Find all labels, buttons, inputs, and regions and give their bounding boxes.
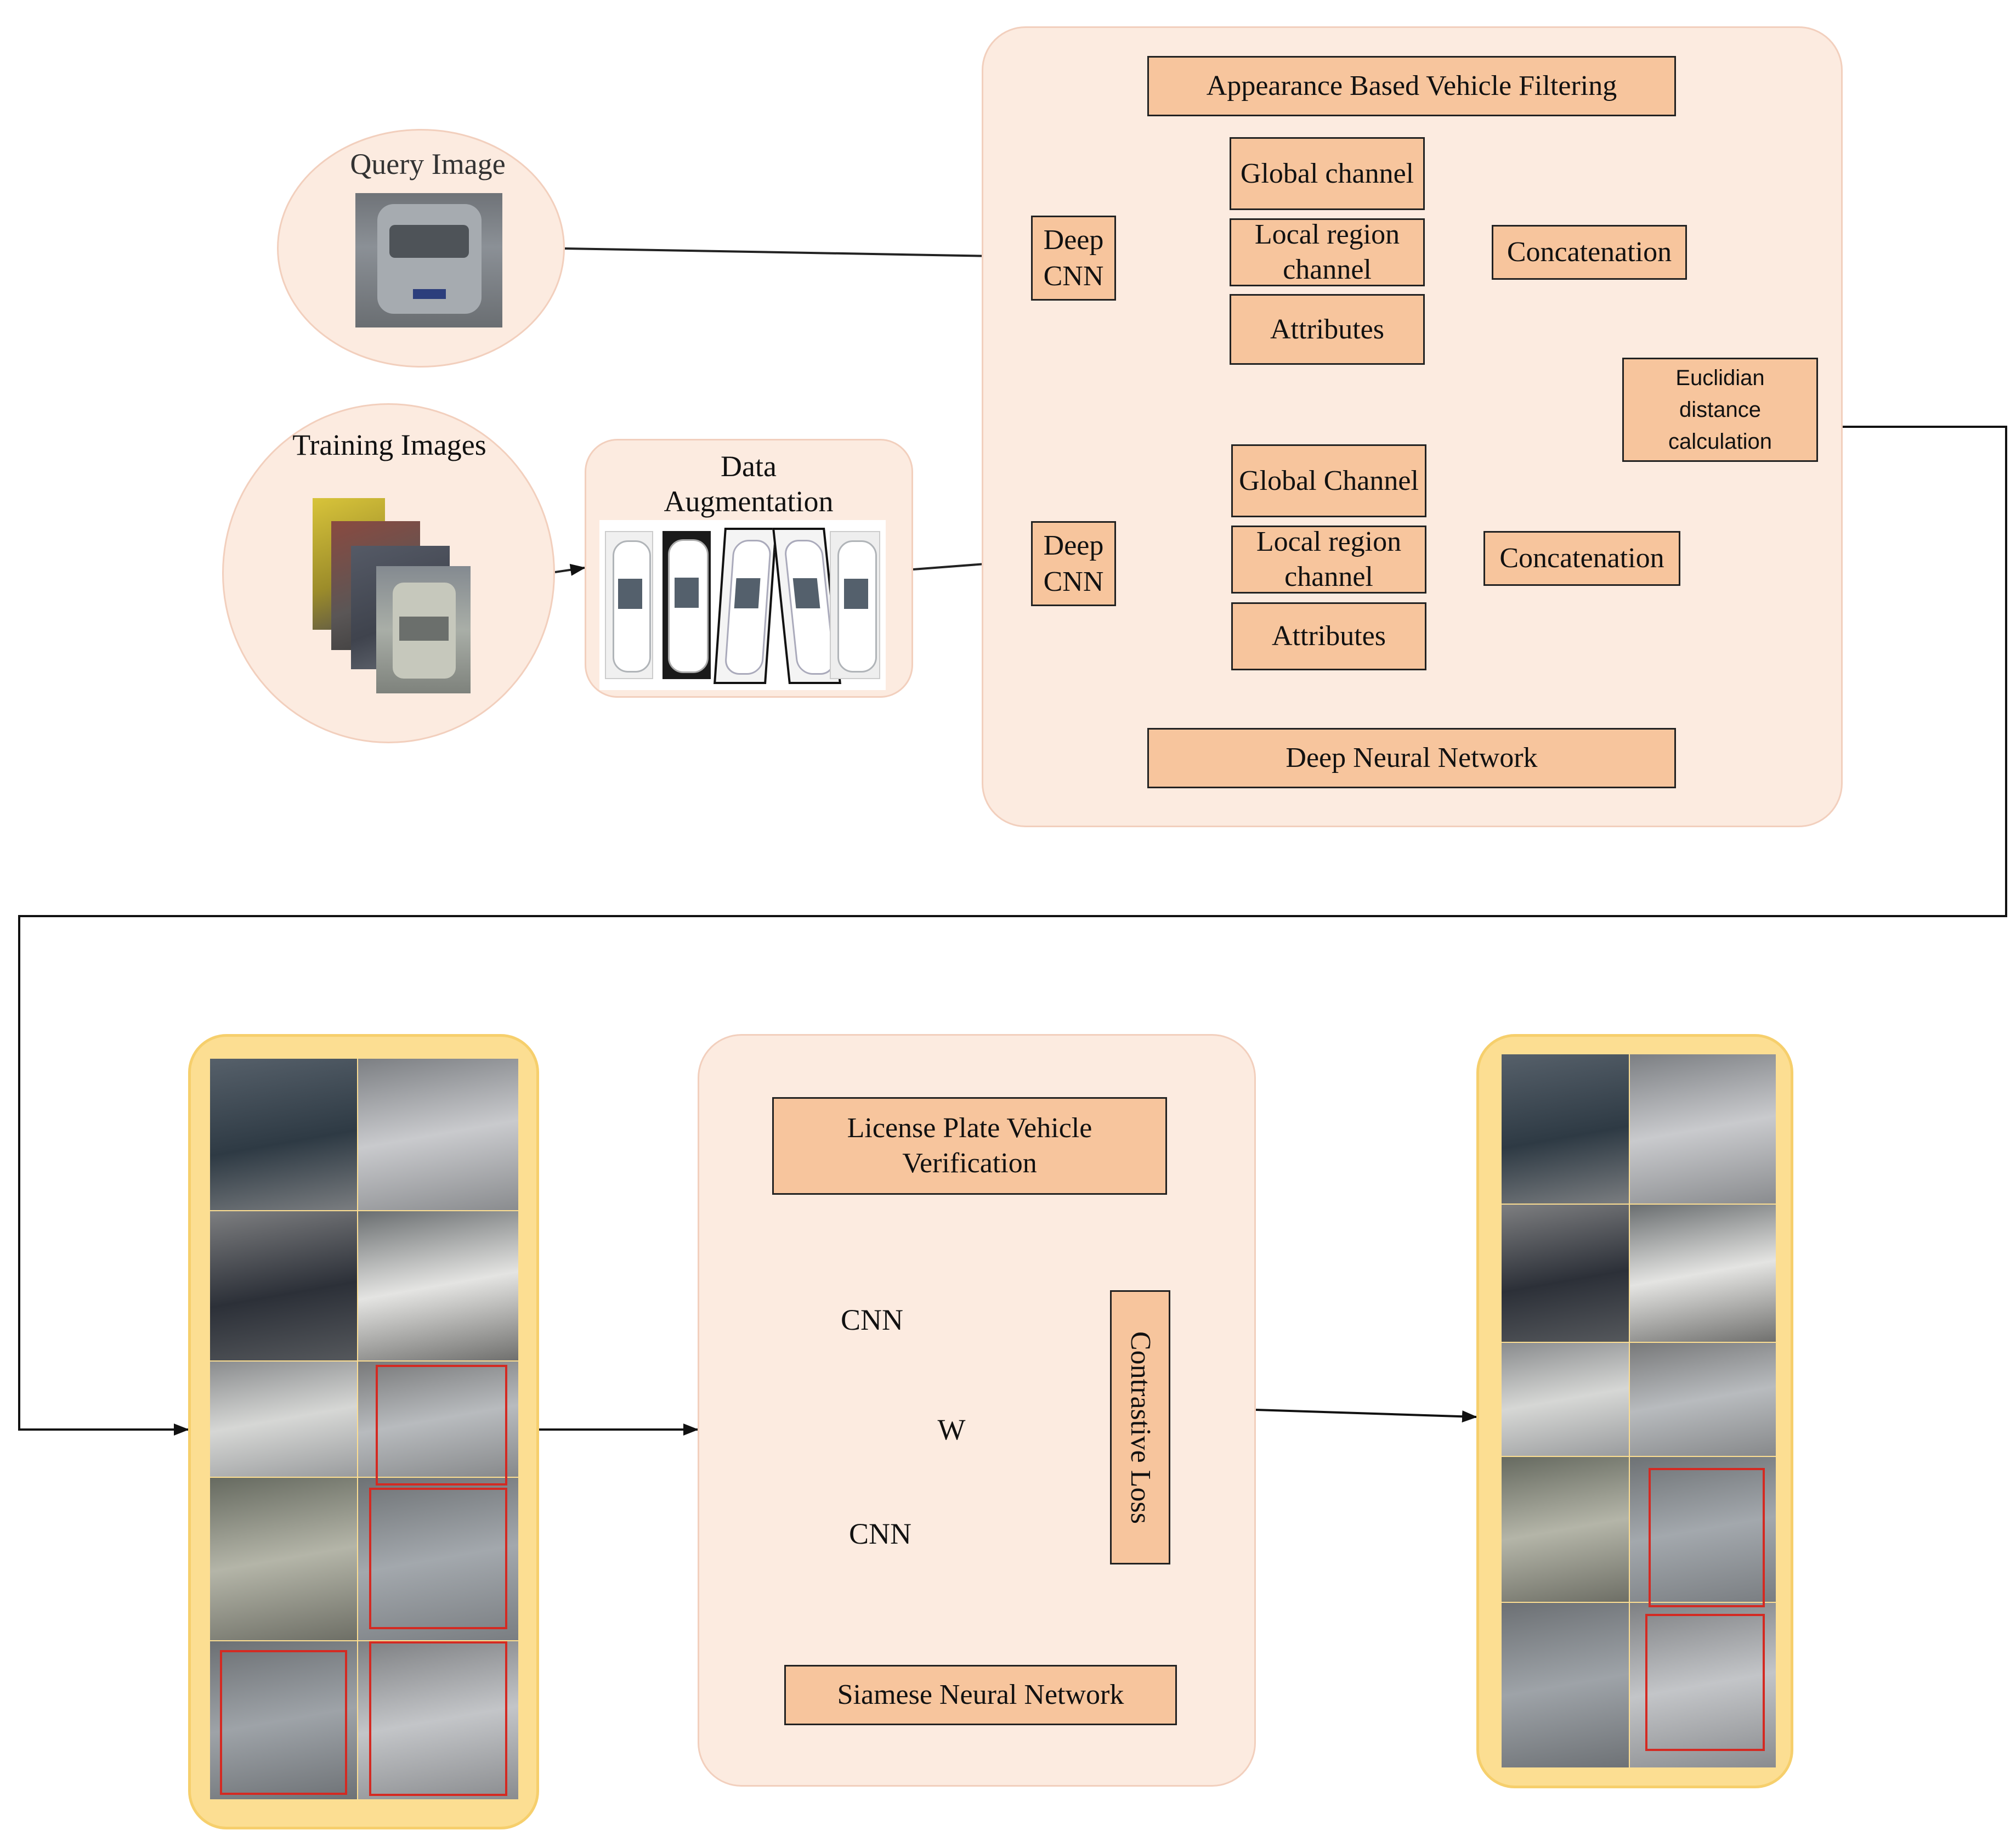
candidate-photo [210, 1478, 357, 1640]
result-photo [1502, 1457, 1629, 1602]
candidate-grid [210, 1059, 518, 1799]
bottom-global-channel: Global Channel [1231, 444, 1426, 517]
query-image-label: Query Image [350, 148, 506, 180]
candidate-photo [358, 1211, 518, 1360]
candidate-photo [358, 1478, 518, 1640]
highlight-box [1645, 1614, 1765, 1751]
euclidean-distance-box: Euclidian distance calculation [1622, 358, 1818, 462]
top-local-region-channel: Local region channel [1230, 218, 1425, 286]
highlight-box [376, 1365, 507, 1485]
augmented-sample [662, 531, 711, 679]
training-photo-4 [376, 566, 471, 693]
contrastive-loss-box: Contrastive Loss [1110, 1290, 1170, 1564]
highlight-box [1649, 1468, 1765, 1607]
candidate-photo [210, 1641, 357, 1799]
result-photo [1502, 1343, 1629, 1456]
augmented-samples-strip [599, 520, 886, 690]
result-photo [1502, 1603, 1629, 1767]
data-augmentation-label: Data Augmentation [664, 450, 834, 518]
candidate-photo [358, 1641, 518, 1799]
candidate-photo [210, 1362, 357, 1477]
augmented-sample [605, 531, 653, 679]
candidate-photo [210, 1211, 357, 1360]
bottom-attributes: Attributes [1231, 602, 1426, 670]
result-photo [1630, 1054, 1776, 1204]
top-deep-cnn: Deep CNN [1031, 216, 1116, 301]
appearance-title: Appearance Based Vehicle Filtering [1147, 56, 1676, 116]
cnn-bottom-label: CNN [848, 1517, 911, 1550]
top-global-channel: Global channel [1230, 137, 1425, 210]
candidate-photo [210, 1059, 357, 1210]
candidate-photo [358, 1059, 518, 1210]
result-photo [1502, 1205, 1629, 1342]
arrow-euclid-to-grid [18, 426, 2007, 1436]
result-photo [1630, 1457, 1776, 1602]
augmented-sample [713, 528, 777, 684]
arrow-query-to-cnn [564, 247, 1028, 263]
training-images-label: Training Images [292, 428, 486, 461]
bottom-deep-cnn: Deep CNN [1031, 521, 1116, 606]
augmented-sample [830, 531, 880, 679]
top-attributes: Attributes [1230, 294, 1425, 365]
result-photo [1630, 1343, 1776, 1456]
cnn-top-label: CNN [840, 1303, 903, 1336]
result-grid [1502, 1054, 1776, 1767]
highlight-box [220, 1650, 347, 1795]
bottom-concatenation: Concatenation [1483, 531, 1680, 586]
shared-weight-label: W [937, 1413, 966, 1446]
query-vehicle-photo [355, 193, 502, 327]
candidate-photo [358, 1362, 518, 1477]
arrow-training-to-aug [554, 563, 586, 576]
deep-neural-network-footer: Deep Neural Network [1147, 728, 1676, 788]
siamese-network-footer: Siamese Neural Network [784, 1665, 1177, 1725]
contrastive-loss-label: Contrastive Loss [1125, 1331, 1156, 1524]
top-concatenation: Concatenation [1492, 225, 1687, 280]
result-photo [1630, 1603, 1776, 1767]
result-photo [1502, 1054, 1629, 1204]
result-photo [1630, 1205, 1776, 1342]
arrow-siamese-to-result [1255, 1409, 1477, 1423]
bottom-local-region-channel: Local region channel [1231, 526, 1426, 594]
highlight-box [369, 1641, 507, 1796]
highlight-box [369, 1488, 507, 1629]
license-plate-verification-title: License Plate Vehicle Verification [772, 1097, 1167, 1195]
